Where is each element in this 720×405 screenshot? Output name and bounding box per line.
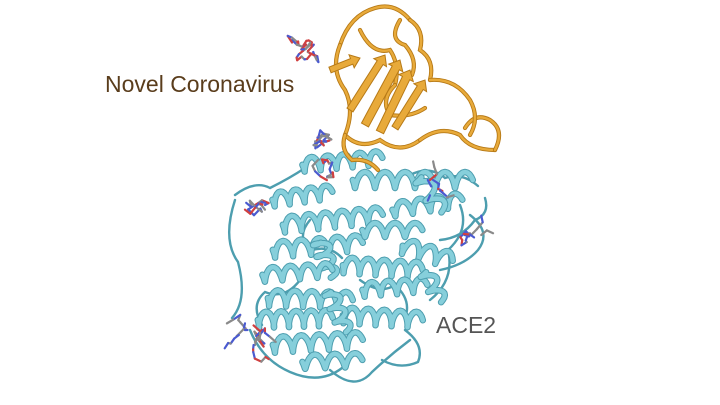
ace2-loop: [227, 198, 244, 320]
glycan-bond: [328, 161, 334, 171]
ace2-receptor-ribbon: [227, 148, 488, 383]
glycan-bond: [258, 338, 265, 348]
glycan-bond: [259, 202, 264, 206]
ace2-helix: [322, 290, 353, 335]
novel-coronavirus-label: Novel Coronavirus: [105, 71, 295, 97]
glycan-bond: [469, 233, 476, 239]
spike-loop: [393, 18, 416, 77]
ace2-helix: [300, 149, 385, 174]
ace2-helix: [350, 169, 476, 191]
glycan-bond: [304, 41, 312, 51]
ace2-helix: [280, 205, 386, 235]
spike-beta-strand: [346, 54, 388, 113]
ace2-helix: [360, 220, 425, 240]
glycan-bond: [426, 178, 433, 188]
ace2-loop: [328, 338, 412, 383]
glycan-bond: [225, 318, 235, 325]
glycan-bond: [432, 160, 436, 169]
glycan-bond: [306, 50, 316, 57]
glycan-bond: [223, 341, 230, 350]
glycan-bond: [426, 194, 432, 202]
spike-loop: [408, 18, 433, 82]
ace2-helix: [413, 175, 448, 215]
glycan-bond: [311, 158, 320, 167]
glycan-bond: [475, 221, 484, 231]
glycan-bond: [432, 178, 441, 185]
spike-beta-strand: [375, 69, 415, 135]
ace2-helix: [360, 276, 430, 299]
spike-loop: [342, 133, 380, 172]
ace2-helix: [270, 183, 335, 209]
glycan-bond: [445, 194, 455, 199]
glycan-bond: [243, 208, 252, 215]
spike-beta-strand: [391, 79, 428, 131]
glycan-bond: [291, 36, 299, 44]
glycan-bond: [323, 134, 333, 141]
ace2-loop: [438, 196, 488, 242]
ace2-helix: [340, 305, 426, 330]
spike-loop: [428, 78, 477, 137]
glycan-bond: [485, 229, 495, 235]
glycan-bond: [252, 351, 256, 360]
spike-loop: [334, 43, 352, 137]
glycan-bond: [245, 201, 253, 209]
glycan-bond: [249, 206, 257, 215]
spike-loop: [418, 129, 497, 152]
ace2-helix: [270, 330, 366, 355]
glycan-sticks: [223, 34, 495, 363]
glycan-bond: [314, 170, 322, 178]
ace2-helix: [300, 350, 365, 372]
ace2-helix: [399, 238, 455, 267]
glycan-bond: [232, 313, 242, 321]
glycan-bond: [319, 175, 328, 182]
ace2-loop: [233, 166, 307, 197]
spike-loop: [338, 5, 412, 47]
spike-rbd-ribbon: [328, 4, 502, 173]
glycan-bond: [253, 357, 263, 363]
glycan-bond: [264, 355, 270, 361]
glycan-bond: [252, 324, 262, 333]
glycan-bond: [480, 229, 488, 237]
glycan-bond: [470, 228, 478, 236]
ace2-loop: [380, 328, 422, 367]
ace2-helix: [418, 269, 448, 305]
glycan-bond: [260, 199, 270, 205]
ace2-label: ACE2: [436, 312, 497, 338]
ace2-helix: [340, 255, 426, 280]
glycan-bond: [480, 214, 484, 224]
ace2-loop: [248, 328, 344, 379]
glycan-bond: [433, 166, 439, 176]
spike-loop: [463, 116, 501, 152]
spike-beta-strand: [328, 54, 361, 74]
ace2-helix: [260, 261, 335, 284]
ace2-helix: [255, 307, 336, 331]
spike-loop: [343, 133, 422, 149]
glycan-bond: [428, 172, 439, 182]
spike-beta-strand: [360, 59, 404, 128]
ace2-helix: [390, 191, 465, 219]
glycan-bond: [268, 335, 277, 344]
